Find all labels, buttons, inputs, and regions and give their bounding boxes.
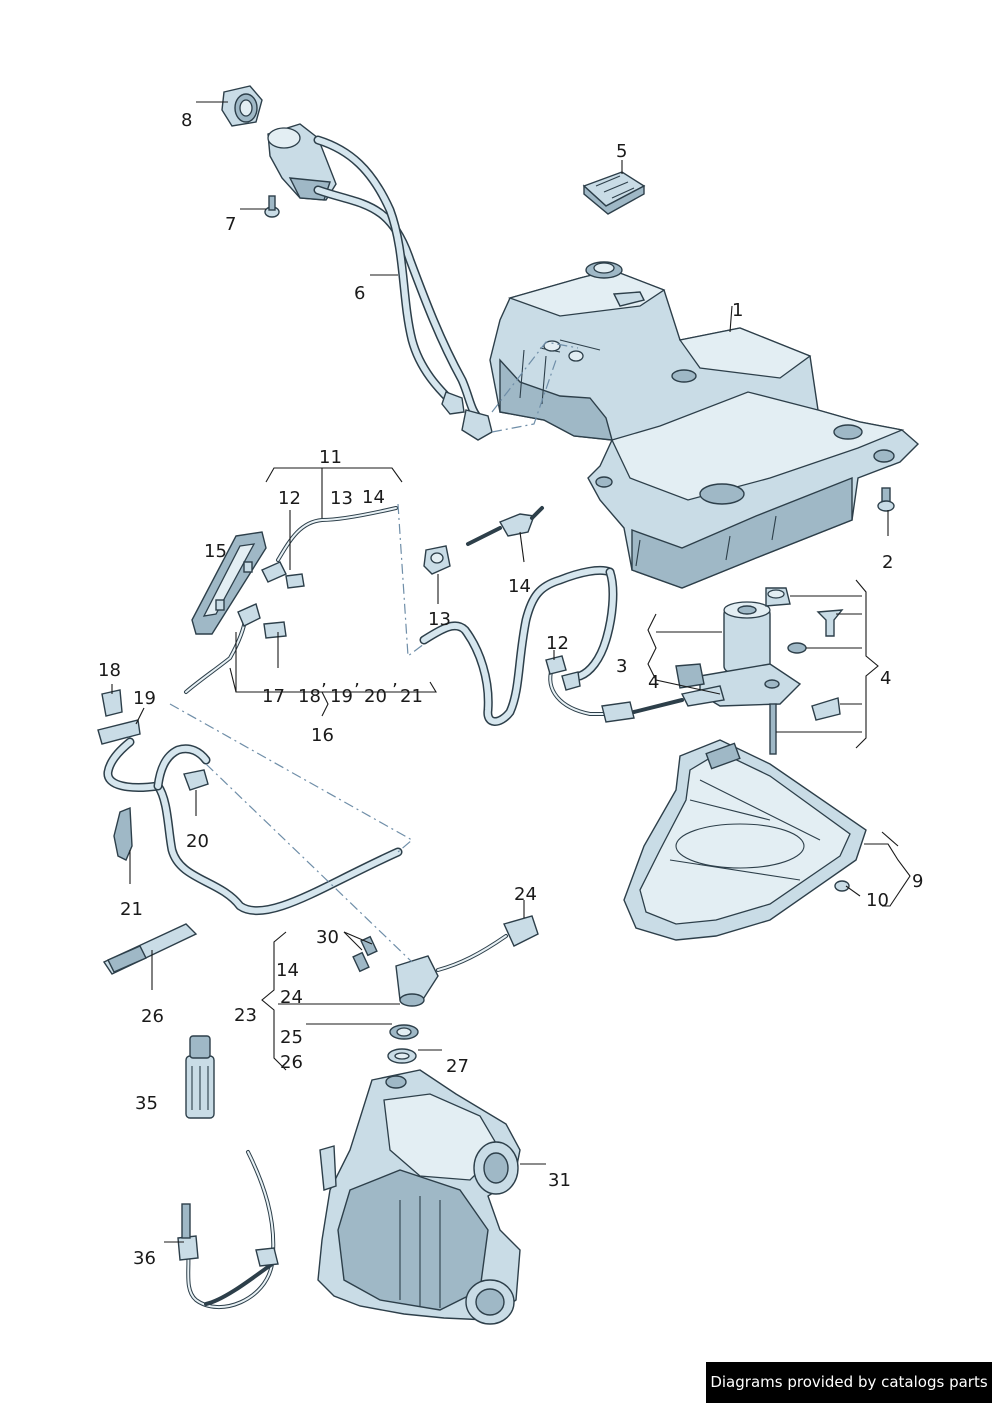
tank-bolt (877, 487, 895, 512)
screw-7 (264, 195, 280, 218)
callout-5: 5 (616, 141, 627, 162)
catalytic-converter (317, 1069, 521, 1325)
tick-3: ’ (392, 680, 398, 701)
line-set-18-21 (97, 689, 403, 916)
callout-18b: 18 (98, 660, 121, 681)
callout-11: 11 (319, 447, 342, 468)
callout-20: 20 (364, 686, 387, 707)
clip-26 (102, 923, 198, 975)
callout-21b: 21 (120, 899, 143, 920)
callout-1: 1 (732, 300, 743, 321)
callout-14b: 14 (508, 576, 531, 597)
leader-lines (111, 101, 911, 1243)
callout-6: 6 (354, 283, 365, 304)
callout-12b: 12 (546, 633, 569, 654)
callout-30: 30 (316, 927, 339, 948)
callout-17: 17 (262, 686, 285, 707)
callout-10: 10 (866, 890, 889, 911)
callout-24b: 24 (280, 987, 303, 1008)
callout-25: 25 (280, 1027, 303, 1048)
callout-26b: 26 (280, 1052, 303, 1073)
callout-7: 7 (225, 214, 236, 235)
callout-15: 15 (204, 541, 227, 562)
cover-5 (582, 171, 646, 215)
callout-14c: 14 (276, 960, 299, 981)
callout-labels: 1 2 3 4 4 5 6 7 8 9 10 11 12 12 13 13 14… (98, 110, 923, 1269)
callout-2: 2 (882, 552, 893, 573)
callout-31: 31 (548, 1170, 571, 1191)
callout-14: 14 (362, 487, 385, 508)
callout-21: 21 (400, 686, 423, 707)
callout-12: 12 (278, 488, 301, 509)
fluid-bottle (185, 1035, 215, 1119)
callout-16: 16 (311, 725, 334, 746)
wiring-harness (184, 506, 544, 694)
temperature-sensor (177, 1150, 279, 1310)
tick-2: ’ (354, 680, 360, 701)
pump-assembly (675, 587, 844, 755)
assembly-lines (169, 341, 579, 963)
credit-banner: Diagrams provided by catalogs parts (706, 1362, 992, 1403)
callout-18: 18 (298, 686, 321, 707)
callout-9: 9 (912, 871, 923, 892)
callout-36: 36 (133, 1248, 156, 1269)
skid-plate (623, 739, 867, 941)
fuel-tank (489, 261, 920, 589)
callout-20b: 20 (186, 831, 209, 852)
callout-23: 23 (234, 1005, 257, 1026)
callout-4: 4 (648, 672, 659, 693)
callout-4b: 4 (880, 668, 891, 689)
tick-1: ’ (321, 680, 327, 701)
callout-19b: 19 (133, 688, 156, 709)
filler-neck (267, 123, 493, 441)
bracket-15 (191, 531, 267, 635)
injector-assembly (352, 915, 539, 1064)
callout-35: 35 (135, 1093, 158, 1114)
callout-24: 24 (514, 884, 537, 905)
callout-13b: 13 (428, 609, 451, 630)
callout-3: 3 (616, 656, 627, 677)
pump-connector-wiring (545, 655, 684, 723)
callout-27: 27 (446, 1056, 469, 1077)
callout-19: 19 (330, 686, 353, 707)
callout-13: 13 (330, 488, 353, 509)
filler-cap (221, 85, 263, 127)
callout-8: 8 (181, 110, 192, 131)
callout-26: 26 (141, 1006, 164, 1027)
tube-line-13-14 (419, 565, 618, 726)
